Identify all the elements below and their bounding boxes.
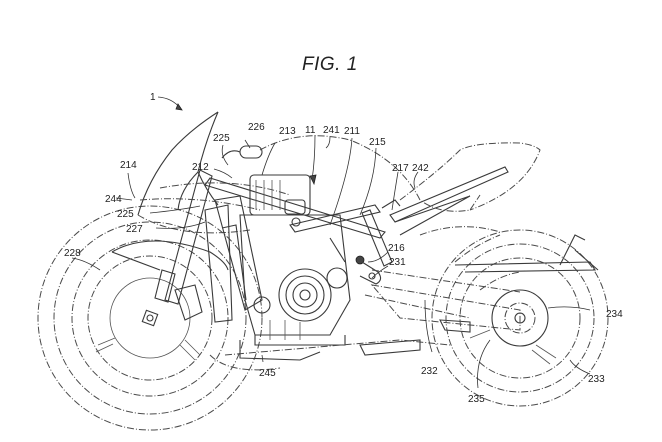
reference-labels: 1 11 211 212 213 214 215 216 217 225 225… <box>64 92 623 405</box>
swingarm <box>364 269 521 333</box>
ref-label-217: 217 <box>392 163 409 174</box>
ref-label-216: 216 <box>388 243 405 254</box>
under-cowl <box>224 339 451 356</box>
front-fairing <box>137 111 291 234</box>
ref-label-245: 245 <box>259 368 276 379</box>
ref-label-212: 212 <box>192 162 209 173</box>
ref-label-225-side: 225 <box>117 209 134 220</box>
handlebar-grip <box>221 145 263 159</box>
ref-label-234: 234 <box>606 309 623 320</box>
rear-subframe <box>454 234 599 291</box>
ref-label-244: 244 <box>105 194 122 205</box>
ref-label-232: 232 <box>421 366 438 377</box>
figure-title: FIG. 1 <box>302 54 358 75</box>
ref-label-226: 226 <box>248 122 265 133</box>
front-wheel <box>37 205 263 431</box>
leader-lines <box>71 96 591 389</box>
ref-label-242: 242 <box>412 163 429 174</box>
ref-label-227: 227 <box>126 224 143 235</box>
frame <box>204 177 401 285</box>
seat-tail <box>389 142 541 236</box>
lower-fairing <box>209 354 281 371</box>
ref-label-214: 214 <box>120 160 137 171</box>
ref-label-215: 215 <box>369 137 386 148</box>
fuel-tank-outline <box>259 135 481 212</box>
radiator-exhaust <box>204 195 263 323</box>
ref-label-11: 11 <box>305 125 316 136</box>
ref-label-228: 228 <box>64 248 81 259</box>
ref-label-231: 231 <box>389 257 406 268</box>
front-fork <box>154 169 213 321</box>
ref-label-211: 211 <box>344 126 360 137</box>
ref-label-241: 241 <box>323 125 340 136</box>
exhaust-muffler <box>359 339 421 356</box>
rear-wheel <box>431 229 609 407</box>
ref-label-213: 213 <box>279 126 296 137</box>
ref-label-1: 1 <box>150 92 156 103</box>
rear-body-line <box>419 226 501 236</box>
ref-label-225-top: 225 <box>213 133 230 144</box>
front-fender <box>111 240 229 271</box>
ref-label-233: 233 <box>588 374 605 385</box>
ref-label-235: 235 <box>468 394 485 405</box>
engine <box>239 174 351 361</box>
front-fender-edge <box>111 251 161 271</box>
